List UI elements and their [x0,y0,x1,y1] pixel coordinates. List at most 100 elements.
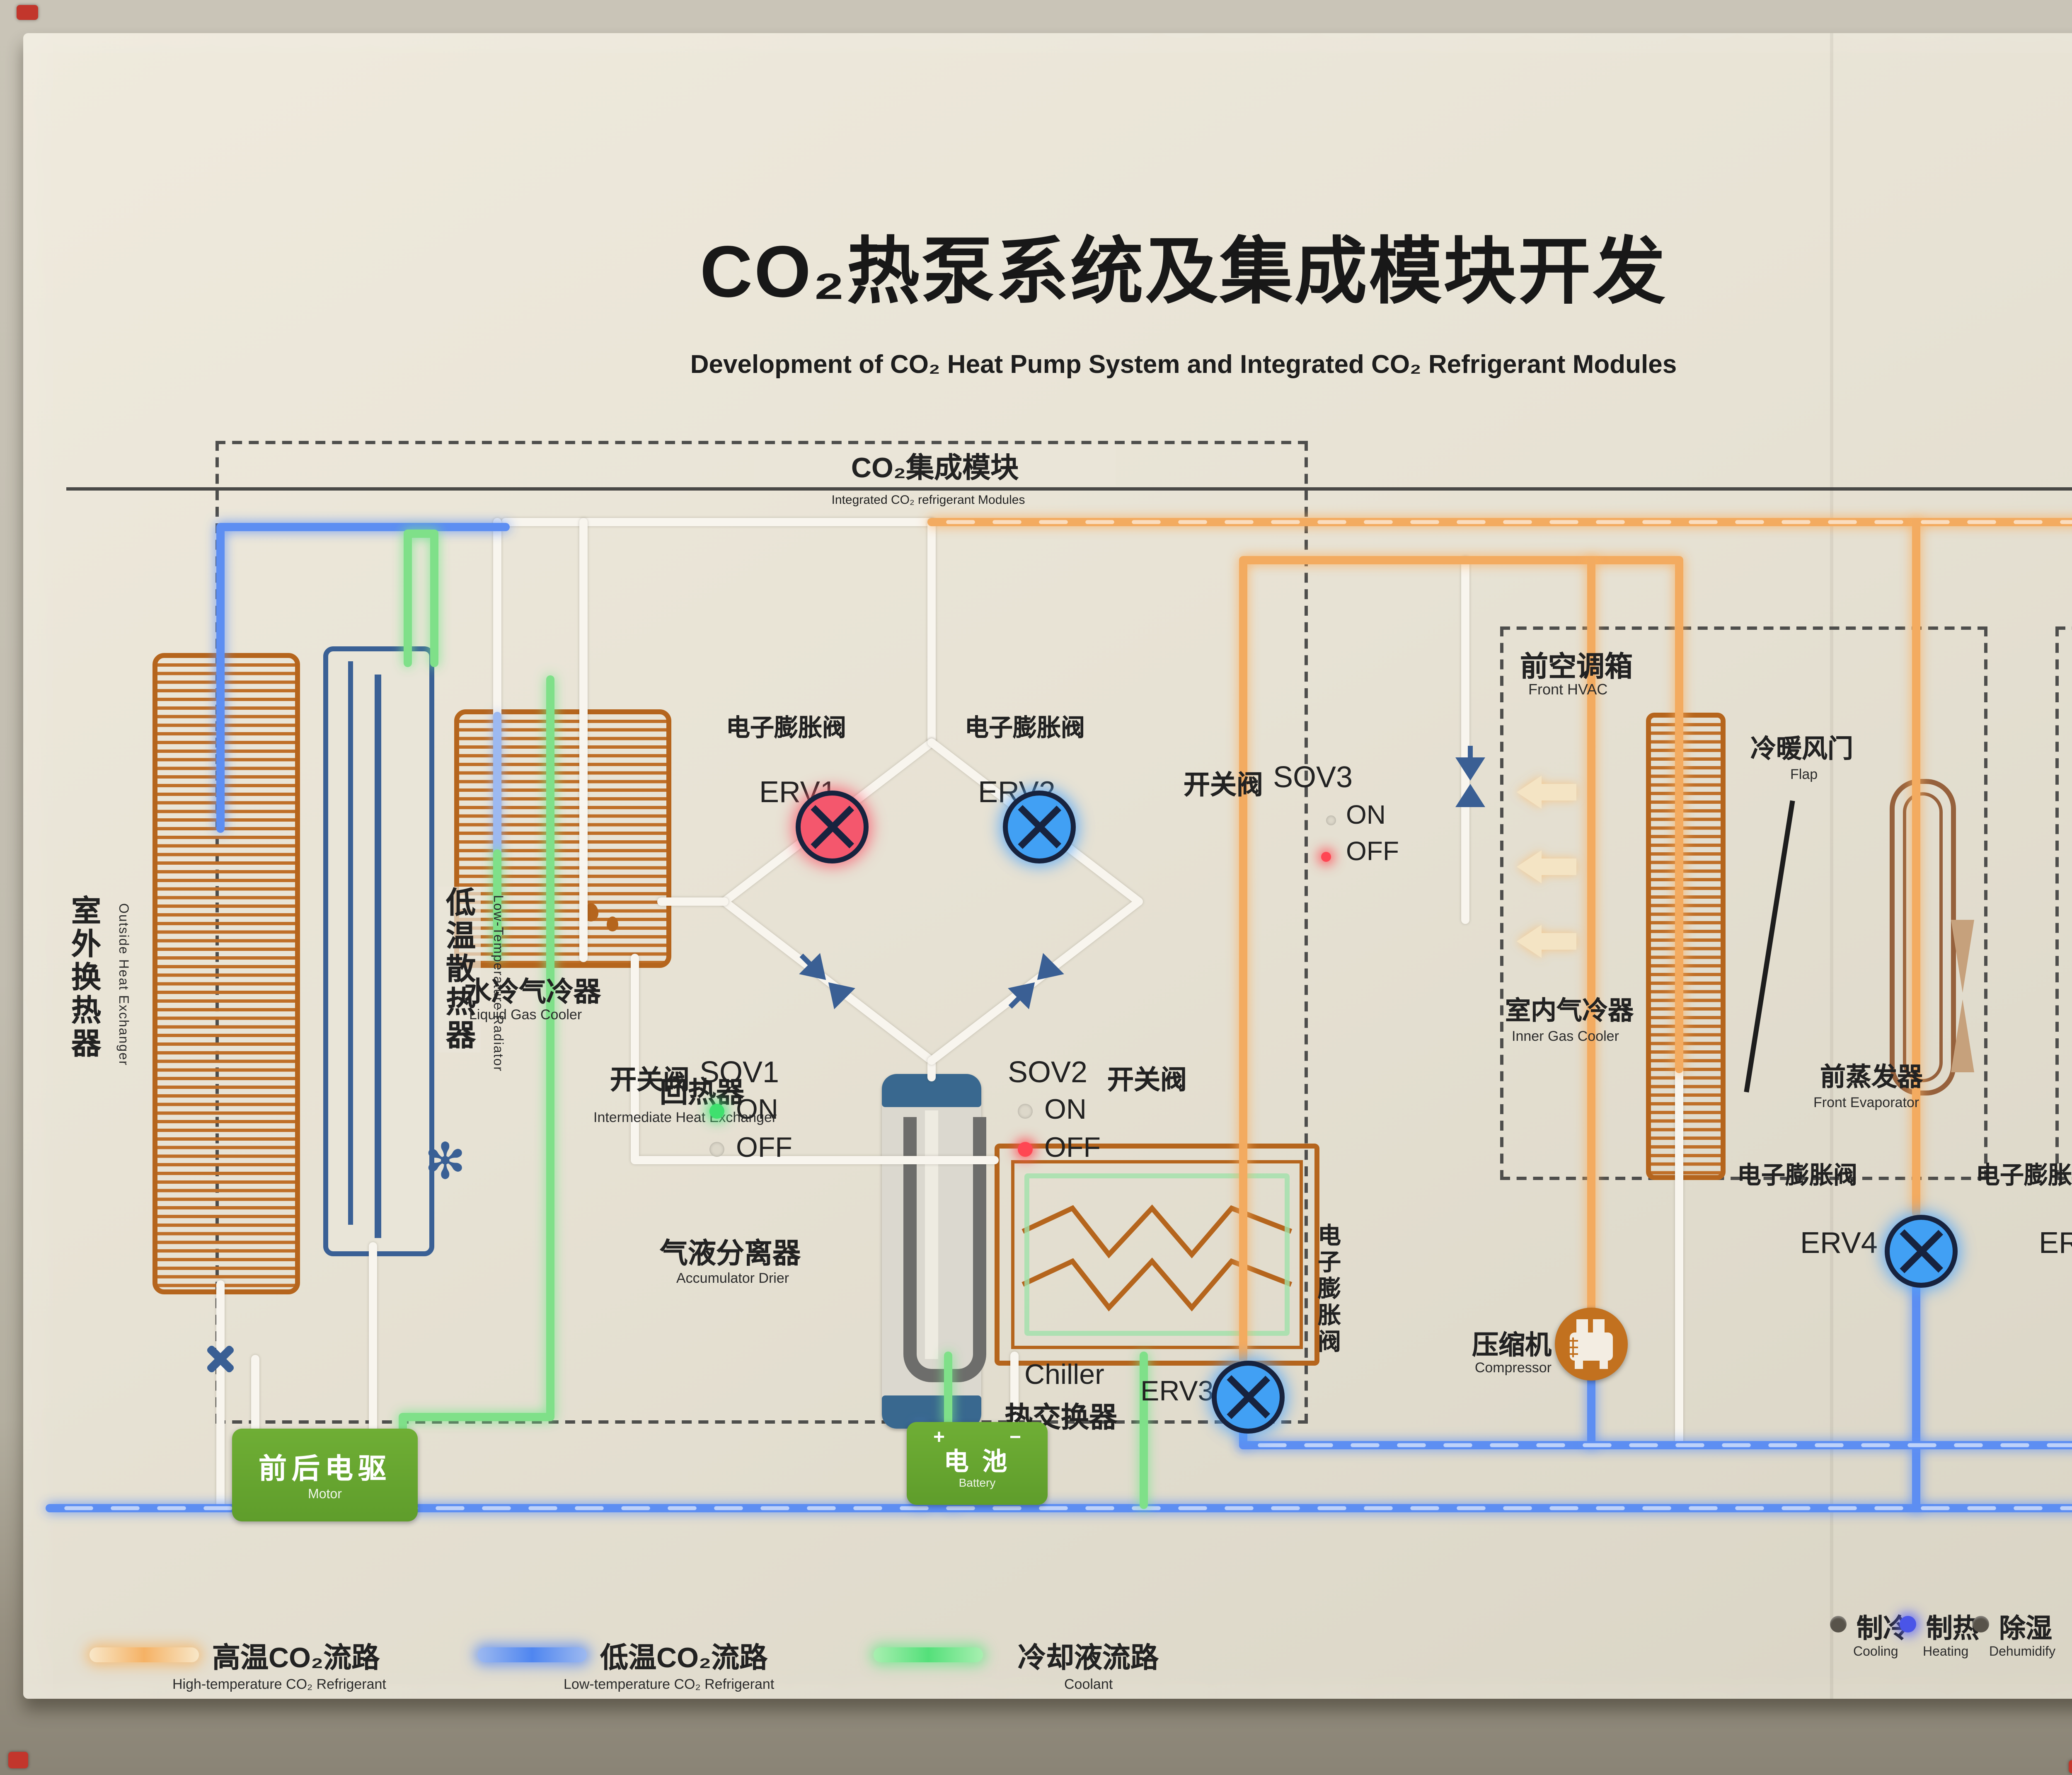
accumulator-label: 气液分离器 [660,1238,801,1270]
compressor-label-en: Compressor [1474,1359,1552,1376]
chiller-icon [995,1144,1319,1366]
erv4-valve [1885,1215,1958,1288]
sov1-label: SOV1 [700,1056,779,1089]
front-hvac-label: 前空调箱 [1520,651,1633,683]
sov3-valve [1454,746,1487,807]
eev-label-erv3: 电子膨胀阀 [1316,1223,1343,1356]
flap-label-en: Flap [1790,766,1818,782]
liquid-gas-cooler-label-en: Liquid Gas Cooler [469,1006,582,1023]
sov2-off-label: OFF [1044,1132,1101,1163]
dehumidify-mode-dot [1973,1616,1989,1632]
airflow-arrow-icon [1517,925,1580,958]
sov1-off-dot [709,1142,724,1157]
page-subtitle: Development of CO₂ Heat Pump System and … [690,351,1677,380]
eev-label-erv2: 电子膨胀阀 [965,716,1085,742]
liquid-gas-cooler-label: 水冷气冷器 [464,978,601,1008]
rear-hvac-boundary [2055,626,2072,1180]
airflow-arrow-icon [1517,850,1580,883]
sov3-off-dot [1321,852,1331,862]
battery-minus: − [1009,1425,1021,1449]
front-hvac-label-en: Front HVAC [1528,681,1608,698]
radiator-fan-icon: ✻ [424,1135,466,1190]
ihx-label: 回热器 [660,1077,744,1109]
sov1-type-label: 开关阀 [610,1067,690,1095]
pipes-high-temp-co2 [927,518,2072,1363]
battery-box: + − 电 池 Battery [907,1422,1048,1505]
module-title: CO₂集成模块 [754,444,1116,486]
sov3-off-label: OFF [1346,839,1399,867]
compressor-icon [1555,1308,1628,1381]
legend-cold-label: 低温CO₂流路 [600,1642,768,1674]
sov3-label: SOV3 [1273,761,1353,794]
legend-coolant-label: 冷却液流路 [1018,1642,1159,1674]
dehumidify-mode-label: 除湿 [1999,1616,2053,1644]
heating-mode-label: 制热 [1926,1616,1980,1644]
accumulator-label-en: Accumulator Drier [676,1270,789,1286]
inner-gas-cooler-icon [1646,713,1726,1180]
outside-heat-exchanger-icon [152,653,300,1294]
erv1-valve [796,791,869,863]
battery-label: 电 池 [944,1449,1011,1477]
erv2-valve [1003,791,1076,863]
motor-box: 前后电驱 Motor [232,1429,418,1521]
pipes-coolant [399,530,1148,1509]
panel-seam [1830,33,1832,1699]
flap-label: 冷暖风门 [1750,736,1854,764]
sov3-on-label: ON [1346,802,1386,830]
inner-gas-cooler-label-en: Inner Gas Cooler [1512,1028,1619,1044]
front-hvac-boundary [1500,626,1987,1180]
front-evap-label: 前蒸发器 [1820,1064,1923,1092]
outside-hx-label-en: Outside Heat Exchanger [116,903,131,1066]
chiller-label-en: Chiller [1024,1359,1104,1390]
low-temp-radiator-icon [323,646,434,1256]
compressor-label: 压缩机 [1472,1332,1552,1361]
sov2-on-label: ON [1044,1094,1087,1125]
droplet-icon [607,917,618,931]
battery-label-en: Battery [959,1478,996,1490]
front-fan-icon [1949,920,1976,1072]
legend-coolant-label-en: Coolant [1064,1676,1113,1692]
cooling-mode-label-en: Cooling [1853,1644,1898,1659]
module-title-en: Integrated CO₂ refrigerant Modules [831,492,1025,507]
radiator-label-en: Low-Temperature Radiator [491,895,506,1072]
eev-label-erv4: 电子膨胀阀 [1737,1163,1857,1190]
sov1-on-label: ON [736,1094,778,1125]
chiller-zigzag [1021,1204,1293,1312]
legend-coolant-bar [874,1647,983,1662]
erv4-label: ERV4 [1800,1226,1878,1260]
motor-label-en: Motor [308,1487,342,1502]
cooling-mode-dot [1830,1616,1847,1632]
legend-hot-label-en: High-temperature CO₂ Refrigerant [172,1676,386,1692]
sov1-off-label: OFF [736,1132,792,1163]
erv3-valve [1212,1361,1285,1434]
legend-cold-bar [477,1647,587,1662]
ihx-label-en: Intermediate Heat Exchanger [593,1109,777,1125]
legend-hot-label: 高温CO₂流路 [212,1642,380,1674]
sov3-type-label: 开关阀 [1184,772,1264,800]
eev-label-erv5: 电子膨胀阀 [1976,1163,2072,1190]
radiator-label: 低温散热器 [438,887,481,1052]
airflow-arrow-icon [1517,776,1580,809]
sov1-on-dot [709,1104,724,1119]
eev-label-erv1: 电子膨胀阀 [726,716,846,742]
battery-plus: + [933,1425,945,1449]
pipes-unlit [216,518,1683,1509]
outside-hx-label: 室外换热器 [68,895,101,1061]
erv5-label: ERV5 [2039,1226,2072,1260]
front-evap-label-en: Front Evaporator [1813,1094,1920,1110]
sov2-on-dot [1018,1104,1033,1119]
sov3-on-dot [1326,815,1336,825]
corner-marker [17,5,38,20]
legend-hot-bar [90,1647,199,1662]
divider-line [66,487,2072,490]
corner-marker [2069,1760,2072,1773]
page-title: CO₂热泵系统及集成模块开发 [700,232,1668,313]
heating-mode-dot [1900,1616,1916,1632]
sov2-off-dot [1018,1142,1033,1157]
sov2-label: SOV2 [1008,1056,1088,1089]
pipes-low-temp-co2 [46,523,2072,1512]
legend-cold-label-en: Low-temperature CO₂ Refrigerant [564,1676,775,1692]
heating-mode-label-en: Heating [1923,1644,1969,1659]
